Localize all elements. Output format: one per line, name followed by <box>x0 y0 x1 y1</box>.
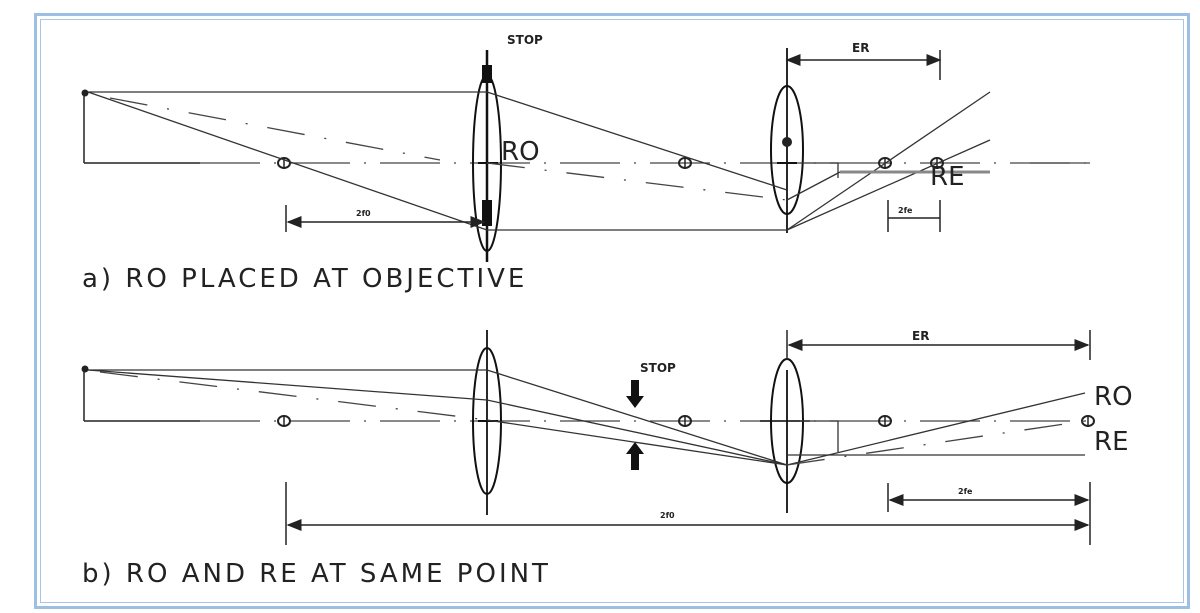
objective-dimension-a: 2f0 <box>285 205 486 232</box>
focal-point-marker <box>277 415 291 427</box>
focal-point-marker <box>878 415 892 427</box>
total-dimension-b: 2f0 <box>285 482 1091 545</box>
object-arrow-b <box>81 365 200 422</box>
focal-point-marker <box>277 157 291 169</box>
er-label-a: ER <box>852 41 869 55</box>
dim-label-2f0-b: 2f0 <box>660 511 675 520</box>
er-dimension-a: ER <box>785 41 942 80</box>
eyepiece-dimension-a: 2fe <box>887 200 941 232</box>
eyepiece-lens-a <box>770 48 804 233</box>
stop-aperture-b <box>626 380 644 470</box>
object-arrow-a <box>81 89 200 164</box>
panel-a: STOP RO RE ER 2f0 <box>81 33 1090 294</box>
stop-label-b: STOP <box>640 361 676 375</box>
dim-label-2f0-a: 2f0 <box>356 209 371 218</box>
focal-point-marker <box>1081 415 1095 427</box>
ro-label-a: RO <box>501 137 540 167</box>
stop-label-a: STOP <box>507 33 543 47</box>
ro-label-b: RO <box>1094 382 1133 412</box>
re-label-a: RE <box>930 162 965 192</box>
caption-b: b) RO AND RE AT SAME POINT <box>82 559 551 589</box>
eyepiece-dimension-b: 2fe <box>887 483 1090 512</box>
er-label-b: ER <box>912 329 929 343</box>
figure-border-outer <box>34 13 1190 609</box>
er-dimension-b: ER <box>786 329 1091 360</box>
re-label-b: RE <box>1094 427 1129 457</box>
panel-b: STOP RO RE ER 2fe 2 <box>81 329 1133 589</box>
caption-a: a) RO PLACED AT OBJECTIVE <box>82 264 527 294</box>
focal-point-marker <box>678 157 692 169</box>
objective-lens-a <box>472 50 502 262</box>
dim-label-2fe-b: 2fe <box>958 487 973 496</box>
dim-label-2fe-a: 2fe <box>898 206 913 215</box>
figure-border-inner <box>40 19 1184 603</box>
focal-point-marker <box>678 415 692 427</box>
objective-lens-b <box>472 330 502 515</box>
eyepiece-lens-b <box>760 358 810 513</box>
